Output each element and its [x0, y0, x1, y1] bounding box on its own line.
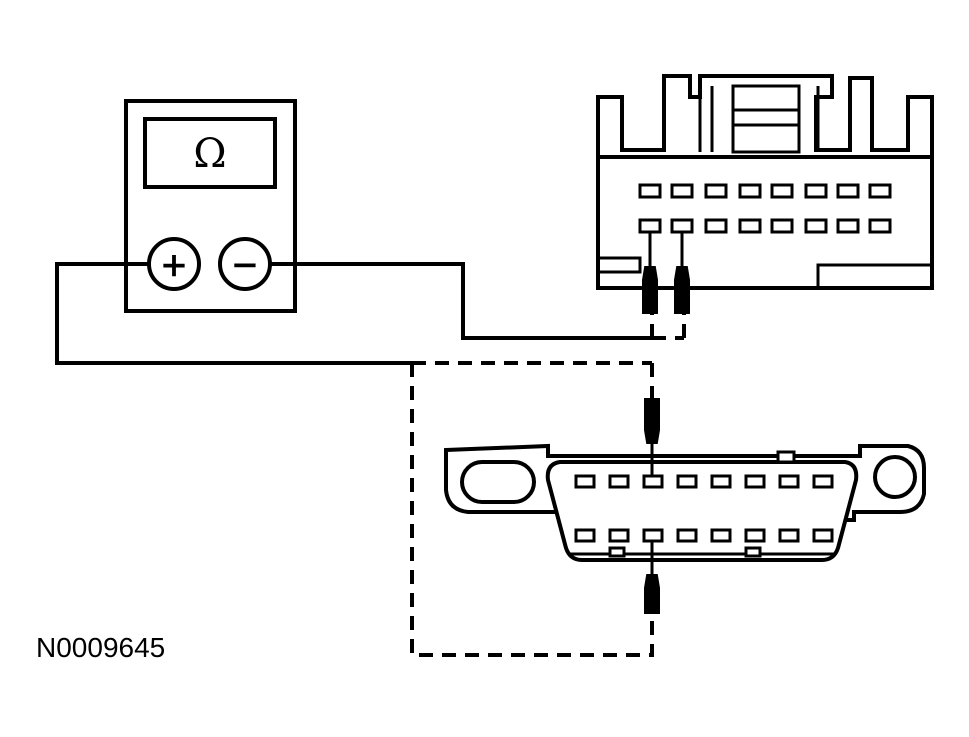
- dlc-pin: [710, 474, 732, 489]
- pin-cavity: [836, 218, 860, 234]
- connector-latch: [731, 84, 801, 154]
- dlc-tab: [608, 546, 626, 558]
- connector-row-1: [638, 183, 892, 199]
- dlc-pin: [744, 474, 766, 489]
- dlc-pin: [574, 528, 596, 543]
- connector-probe-right: [674, 232, 690, 314]
- dlc-pin: [778, 474, 800, 489]
- positive-lead-wire: [55, 262, 412, 365]
- dlc-pin: [710, 528, 732, 543]
- pin-cavity: [704, 218, 728, 234]
- dlc-pin: [608, 474, 630, 489]
- connector-row-2: [638, 218, 892, 234]
- dlc-pin: [812, 474, 834, 489]
- pin-cavity: [804, 183, 828, 199]
- positive-probe-path: [410, 363, 654, 657]
- dlc-probe-lower: [644, 541, 660, 614]
- dlc-mount-hole: [873, 455, 917, 499]
- pin-cavity: [770, 218, 794, 234]
- dlc-pin: [676, 474, 698, 489]
- meter-display: [143, 117, 277, 189]
- pin-cavity: [804, 218, 828, 234]
- pin-cavity: [868, 183, 892, 199]
- module-connector: [596, 74, 934, 314]
- ohm-symbol: Ω: [193, 131, 226, 177]
- dlc-pin: [642, 528, 664, 543]
- dlc-probe-upper: [644, 398, 660, 476]
- dlc-row-1: [574, 474, 834, 489]
- pin-cavity: [836, 183, 860, 199]
- dlc-tab: [776, 450, 796, 464]
- pin-cavity: [868, 218, 892, 234]
- dlc-pin: [744, 528, 766, 543]
- dlc-pin: [642, 474, 664, 489]
- pin-cavity: [738, 183, 762, 199]
- ohmmeter: Ω + −: [124, 99, 297, 313]
- dlc-pin: [574, 474, 596, 489]
- dlc-pin: [778, 528, 800, 543]
- pin-cavity: [770, 183, 794, 199]
- connector-relief-right: [816, 263, 932, 288]
- probe-paths: [410, 312, 686, 657]
- dlc-pin: [608, 528, 630, 543]
- data-link-connector: [444, 398, 926, 614]
- pin-cavity: [738, 218, 762, 234]
- dlc-pin: [812, 528, 834, 543]
- figure-reference-number: N0009645: [36, 632, 166, 663]
- pin-cavity: [638, 183, 662, 199]
- pin-cavity: [638, 218, 662, 234]
- dlc-tab: [744, 546, 762, 558]
- negative-terminal-symbol: −: [231, 245, 260, 285]
- dlc-pin: [676, 528, 698, 543]
- pin-cavity: [670, 183, 694, 199]
- pin-cavity: [704, 183, 728, 199]
- connector-probe-left: [642, 232, 658, 314]
- dlc-mount-slot: [460, 460, 536, 504]
- negative-lead-wire: [270, 262, 652, 340]
- dlc-row-2: [574, 528, 834, 543]
- positive-terminal-symbol: +: [160, 245, 189, 285]
- connector-relief-left: [598, 256, 642, 274]
- test-leads: [55, 262, 652, 365]
- pin-cavity: [670, 218, 694, 234]
